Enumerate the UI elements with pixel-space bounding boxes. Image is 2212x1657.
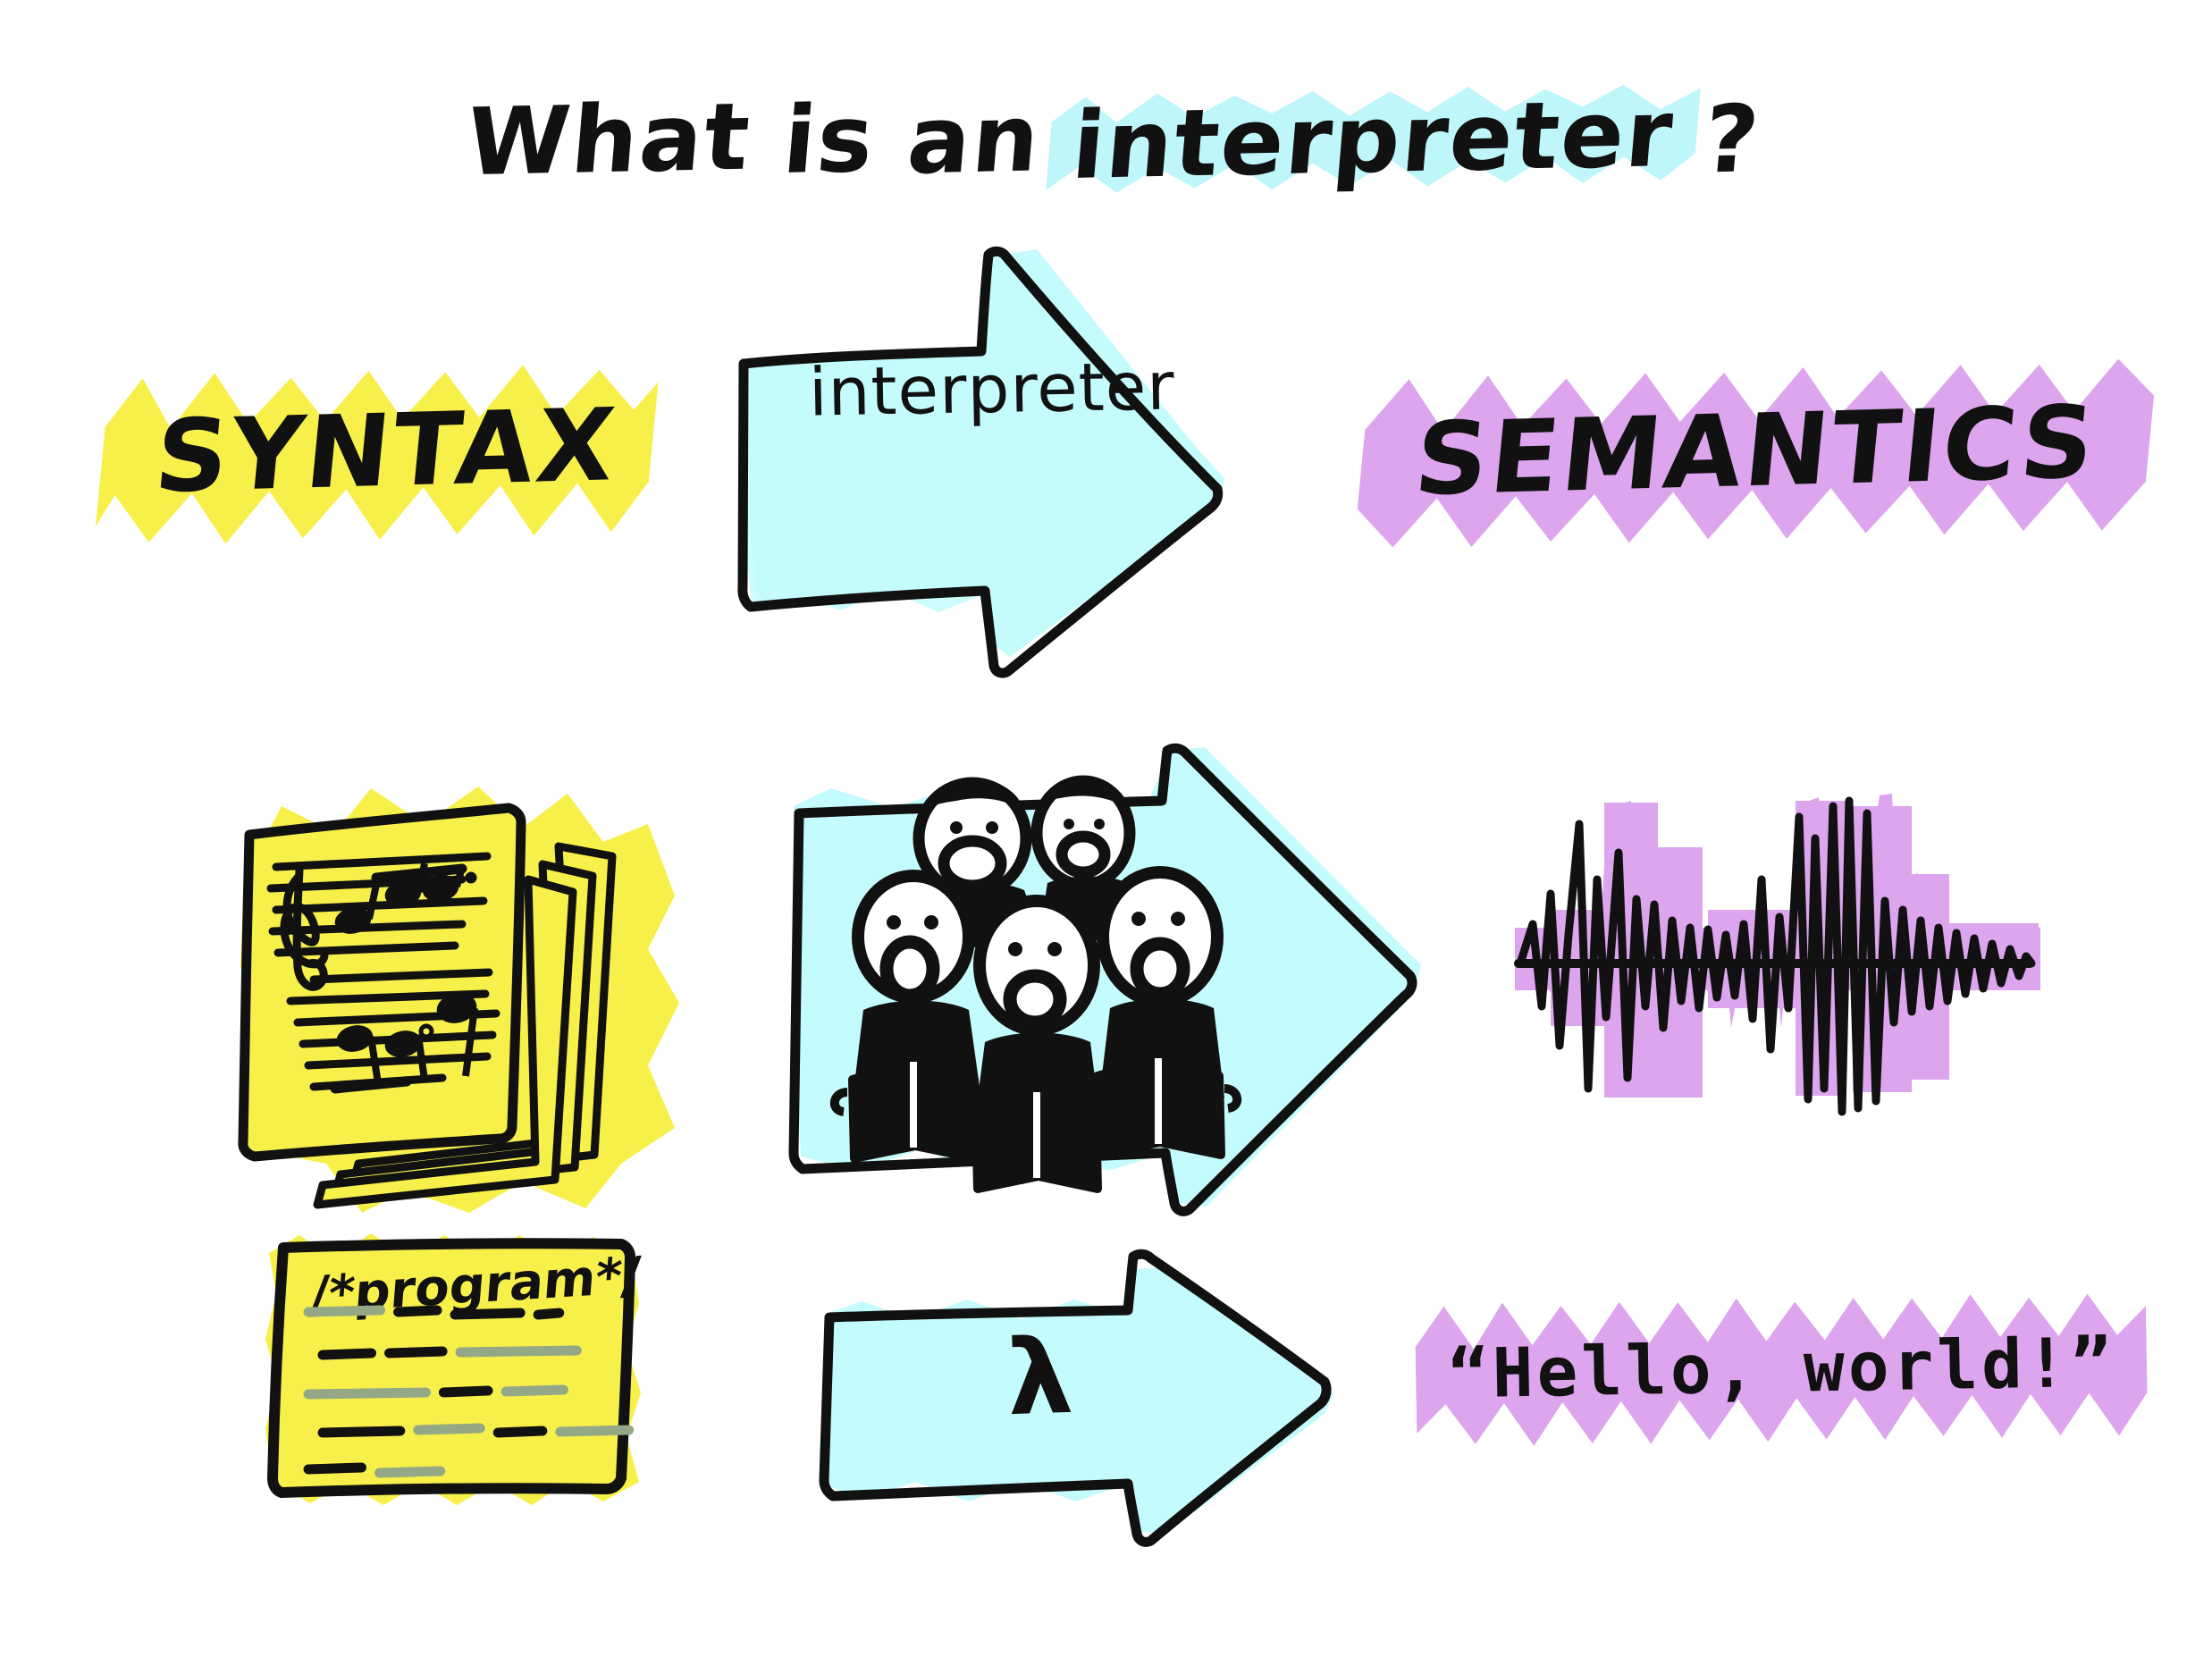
syntax-label: SYNTAX [150, 387, 622, 515]
singer-front-center [973, 895, 1100, 1036]
songbook-center [954, 1089, 1118, 1193]
title-word-an: an [903, 83, 1046, 196]
music-notes-upper [334, 862, 477, 934]
semantics-label-text: SEMANTICS [1409, 384, 2102, 518]
lambda-symbol-icon: λ [1005, 1316, 1075, 1440]
sheet-music-stack [228, 770, 728, 1217]
choir-singers [830, 775, 1241, 1193]
code-line-token [303, 1305, 386, 1317]
code-line-token [374, 1466, 446, 1478]
songbook-left [830, 1059, 997, 1163]
code-line-token [555, 1425, 635, 1437]
code-line-token [492, 1426, 548, 1438]
staff-lines-upper [266, 852, 492, 957]
title-word-is: is [778, 83, 879, 196]
interpreter-arrow-bottom: λ [815, 1249, 1342, 1547]
semantics-label: SEMANTICS [1410, 384, 2102, 518]
code-line-token [413, 1423, 485, 1435]
code-line-token [317, 1348, 377, 1360]
audio-waveform [1497, 794, 2051, 1137]
waveform-trace [1516, 796, 2036, 1116]
hello-world-output: “Hello, world!” [1447, 1322, 2115, 1413]
code-line-token [438, 1385, 493, 1398]
hello-world-text: “Hello, world!” [1447, 1322, 2116, 1414]
singer-front-left [852, 870, 975, 1004]
page-title: What is an interpreter ? [0, 79, 2212, 200]
treble-clef-icon [280, 866, 329, 991]
program-code-lines [303, 1305, 635, 1478]
arrow-right-icon [819, 1249, 1333, 1547]
code-line-token [303, 1387, 431, 1400]
code-line-token [303, 1462, 367, 1475]
title-word-what: What [462, 81, 756, 198]
program-code-card: /*program*/ [264, 1232, 648, 1512]
singer-front-right [1097, 866, 1224, 1007]
syntax-label-text: SYNTAX [149, 387, 623, 516]
singer-back-right [1030, 775, 1136, 891]
interpreter-arrow-label: interpreter [808, 348, 1176, 432]
music-notes-lower [330, 993, 478, 1094]
code-line-token [455, 1345, 582, 1358]
code-line-token [450, 1308, 526, 1320]
code-line-token [533, 1308, 565, 1320]
code-line-token [317, 1426, 406, 1438]
code-line-token [393, 1305, 442, 1317]
interpreter-arrow-middle [778, 742, 1439, 1233]
code-line-token [500, 1384, 569, 1397]
songbook-right [1075, 1056, 1241, 1159]
interpreter-arrow-top: interpreter [724, 237, 1296, 693]
title-word-interpreter-highlighted: interpreter [1054, 79, 1693, 201]
code-line-token [384, 1346, 448, 1358]
title-question-mark: ? [1699, 84, 1764, 195]
arrow-right-icon [737, 246, 1224, 678]
